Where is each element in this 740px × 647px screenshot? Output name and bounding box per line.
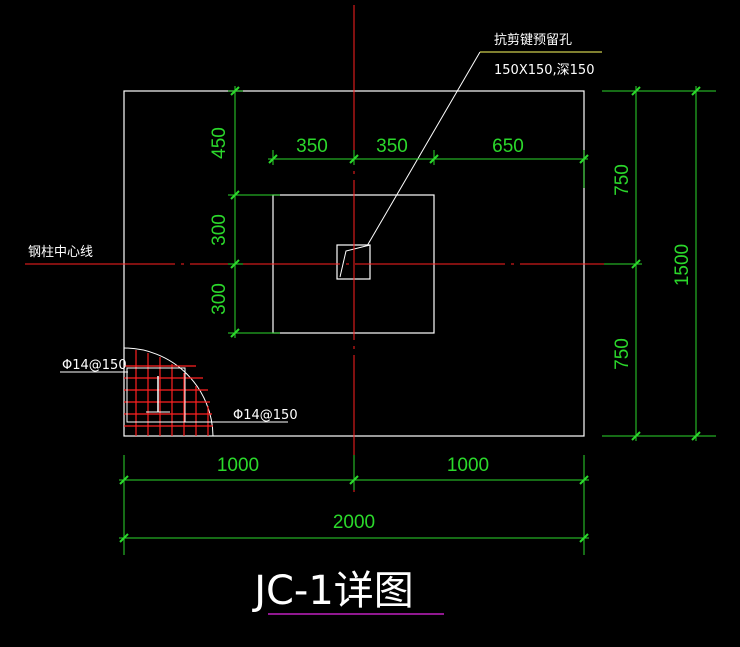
column-axis-label: 钢柱中心线 <box>28 245 93 260</box>
dim-left-mid: 300 <box>209 214 230 246</box>
dim-bottom-total: 2000 <box>333 512 375 533</box>
dim-bottom-right: 1000 <box>447 455 489 476</box>
hole-leader-line <box>366 51 481 247</box>
top-dimension-chain <box>268 150 589 188</box>
dim-top-right: 650 <box>492 136 524 157</box>
bottom-dimension-chain <box>119 455 589 555</box>
dim-left-top: 450 <box>209 127 230 159</box>
dim-top-left: 350 <box>296 136 328 157</box>
dim-top-mid: 350 <box>376 136 408 157</box>
hole-leader-tip <box>339 244 371 278</box>
dim-right-bot: 750 <box>612 338 633 370</box>
dim-right-total: 1500 <box>672 244 693 286</box>
rebar-label-1: Φ14@150 <box>62 358 127 373</box>
drawing-title: JC-1详图 <box>251 568 414 614</box>
rebar-mesh-detail <box>123 347 214 437</box>
dim-bottom-left: 1000 <box>217 455 259 476</box>
left-dimension-chain <box>228 86 280 338</box>
hole-note-line1: 抗剪键预留孔 <box>494 32 572 48</box>
right-dimension-chain <box>602 86 716 441</box>
rebar-label-2: Φ14@150 <box>233 408 298 423</box>
dim-right-top: 750 <box>612 164 633 196</box>
dim-left-bot: 300 <box>209 283 230 315</box>
hole-note-line2: 150X150,深150 <box>494 63 594 78</box>
